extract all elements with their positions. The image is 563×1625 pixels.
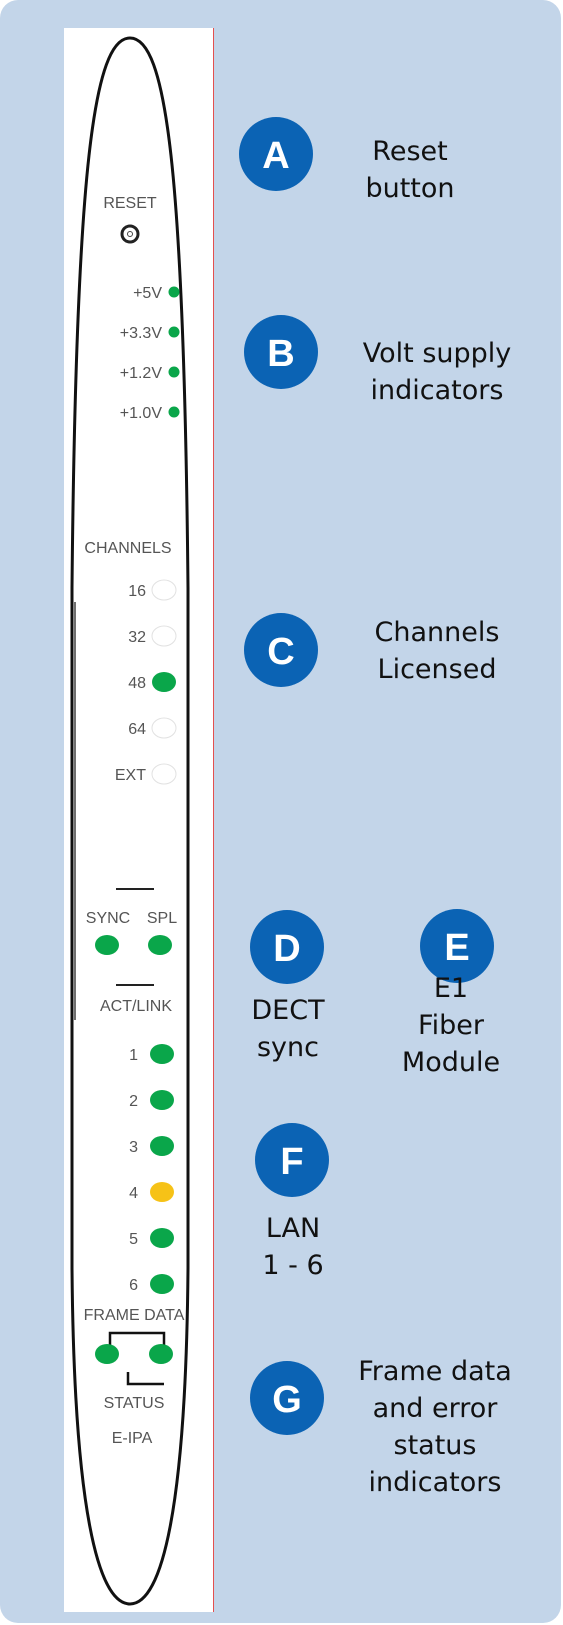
- model-label: E-IPA: [112, 1430, 153, 1447]
- port-led: [150, 1274, 174, 1294]
- channel-led: [151, 579, 177, 601]
- port-led: [150, 1044, 174, 1064]
- svg-text:F: F: [280, 1141, 303, 1183]
- lan-port-indicators: 1 2 3 4 5 6: [129, 1044, 174, 1294]
- caption-frame-data-status: Frame data and error status indicators: [358, 1356, 512, 1498]
- caption-volt-supply: Volt supply indicators: [362, 338, 512, 406]
- caption-dect-sync: DECT sync: [251, 995, 325, 1063]
- svg-text:E: E: [444, 927, 469, 969]
- reset-button[interactable]: [120, 224, 140, 244]
- volt-label: +5V: [133, 285, 162, 302]
- volt-label: +3.3V: [120, 325, 163, 342]
- reset-label: RESET: [103, 195, 157, 212]
- spl-led: [148, 935, 172, 955]
- sync-label: SYNC: [86, 910, 130, 927]
- channel-label: 16: [128, 583, 146, 600]
- channel-led: [151, 717, 177, 739]
- caption-lan: LAN 1 - 6: [262, 1213, 324, 1281]
- port-label: 6: [129, 1277, 138, 1294]
- svg-text:C: C: [267, 631, 294, 673]
- caption-e1-fiber-module: E1 Fiber Module: [401, 973, 501, 1078]
- port-led: [150, 1228, 174, 1248]
- badge-d: D: [250, 910, 324, 984]
- volt-led: [168, 406, 180, 418]
- volt-led: [168, 286, 180, 298]
- act-link-label: ACT/LINK: [100, 998, 172, 1015]
- svg-text:G: G: [272, 1379, 302, 1421]
- channel-label: 32: [128, 629, 146, 646]
- status-led: [149, 1344, 173, 1364]
- port-label: 4: [129, 1185, 138, 1202]
- badge-a: A: [239, 117, 313, 191]
- channel-led: [151, 625, 177, 647]
- svg-text:A: A: [262, 135, 289, 177]
- channel-label: EXT: [115, 767, 146, 784]
- volt-supply-indicators: +5V +3.3V +1.2V +1.0V: [120, 285, 180, 422]
- frame-data-bracket: [108, 1331, 166, 1354]
- status-label: STATUS: [104, 1395, 165, 1412]
- channel-label: 64: [128, 721, 146, 738]
- volt-label: +1.0V: [120, 405, 163, 422]
- channel-led: [151, 763, 177, 785]
- port-led: [150, 1182, 174, 1202]
- channel-led: [152, 672, 176, 692]
- svg-text:D: D: [273, 928, 300, 970]
- badge-e: E: [420, 909, 494, 983]
- badge-b: B: [244, 315, 318, 389]
- port-label: 2: [129, 1093, 138, 1110]
- badge-c: C: [244, 613, 318, 687]
- volt-led: [168, 326, 180, 338]
- port-label: 3: [129, 1139, 138, 1156]
- frame-data-label: FRAME DATA: [84, 1307, 185, 1324]
- channel-label: 48: [128, 675, 146, 692]
- sync-led: [95, 935, 119, 955]
- badge-g: G: [250, 1361, 324, 1435]
- port-led: [150, 1136, 174, 1156]
- volt-label: +1.2V: [120, 365, 163, 382]
- port-label: 1: [129, 1047, 138, 1064]
- svg-text:B: B: [267, 333, 294, 375]
- frame-data-led: [95, 1344, 119, 1364]
- caption-channels-licensed: Channels Licensed: [374, 617, 500, 685]
- faceplate-drawing: RESET +5V+3.3V+1.2V+1.0V CHANNELS 163248…: [70, 36, 190, 1606]
- volt-led: [168, 366, 180, 378]
- faceplate-outline: [70, 36, 190, 1606]
- status-bracket: [126, 1372, 164, 1386]
- caption-reset-button: Reset button: [365, 136, 455, 204]
- port-label: 5: [129, 1231, 138, 1248]
- spl-label: SPL: [147, 910, 177, 927]
- channels-label: CHANNELS: [84, 540, 171, 557]
- port-led: [150, 1090, 174, 1110]
- badge-f: F: [255, 1123, 329, 1197]
